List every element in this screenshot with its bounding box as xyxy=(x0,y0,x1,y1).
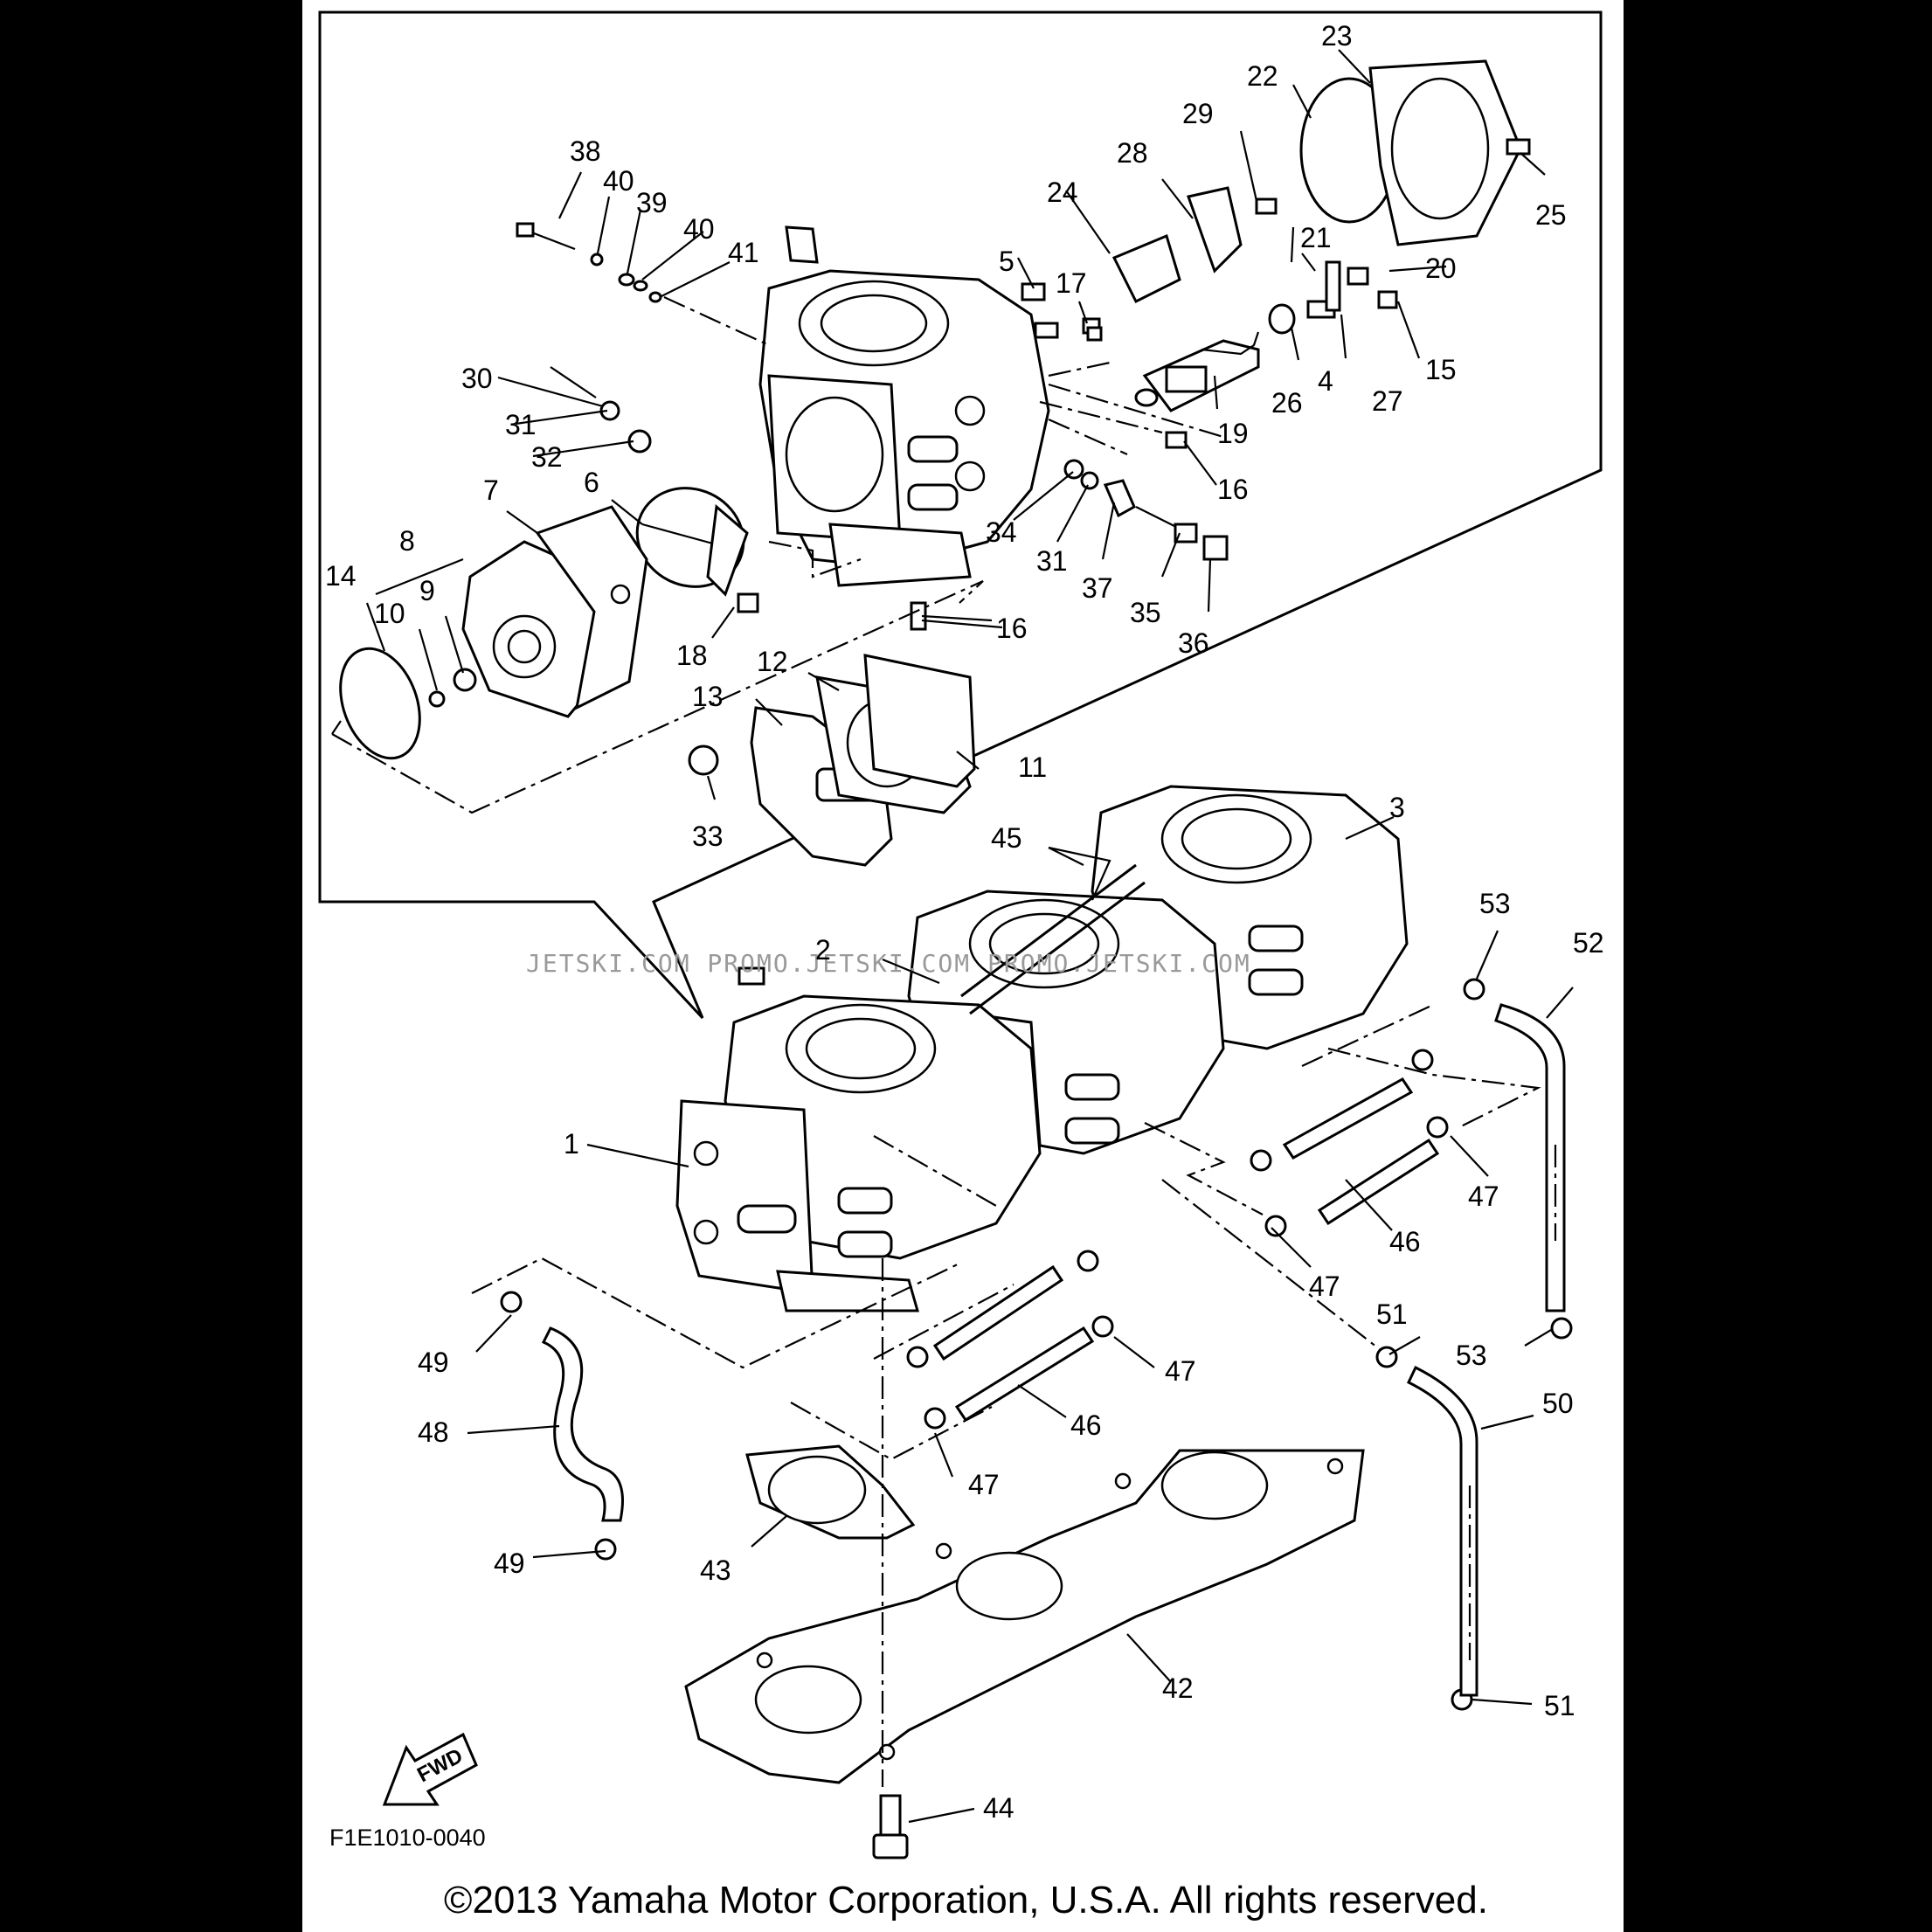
callout-22: 22 xyxy=(1247,60,1278,92)
callout-16a: 16 xyxy=(1217,474,1249,505)
callout-45: 45 xyxy=(991,822,1022,854)
figure-code: F1E1010-0040 xyxy=(329,1825,486,1851)
callout-46b: 46 xyxy=(1070,1409,1102,1441)
callout-33: 33 xyxy=(692,821,724,852)
callout-21: 21 xyxy=(1300,222,1332,253)
callout-25: 25 xyxy=(1535,199,1567,231)
callout-15: 15 xyxy=(1425,354,1457,385)
callout-51a: 51 xyxy=(1376,1298,1408,1330)
callout-42: 42 xyxy=(1162,1672,1194,1704)
callout-12: 12 xyxy=(757,646,788,677)
callout-49a: 49 xyxy=(418,1347,449,1378)
callout-19: 19 xyxy=(1217,418,1249,449)
callout-30: 30 xyxy=(461,363,493,394)
screw-10 xyxy=(428,690,446,708)
detail-callout-frame xyxy=(318,10,1603,1020)
callout-47a: 47 xyxy=(1468,1181,1499,1212)
callout-labels: 38 40 39 40 41 30 31 32 7 6 8 14 9 10 18… xyxy=(325,20,1604,1824)
callout-31a: 31 xyxy=(505,409,537,440)
hose-52 xyxy=(1494,1003,1566,1312)
gasket-14 xyxy=(339,647,421,760)
intake-manifold xyxy=(684,1449,1365,1784)
callout-40b: 40 xyxy=(683,213,715,245)
callout-11: 11 xyxy=(1018,751,1047,783)
copyright-notice: ©2013 Yamaha Motor Corporation, U.S.A. A… xyxy=(444,1879,1488,1922)
callout-53b: 53 xyxy=(1456,1340,1487,1371)
fuel-pump-cover xyxy=(750,654,976,867)
callout-49b: 49 xyxy=(494,1548,525,1579)
callout-27: 27 xyxy=(1372,385,1403,417)
callout-38: 38 xyxy=(570,135,601,167)
callout-35: 35 xyxy=(1130,597,1161,628)
callout-51b: 51 xyxy=(1544,1690,1575,1721)
assembly-lines-detail xyxy=(331,296,1224,814)
callout-3: 3 xyxy=(1389,792,1405,823)
callout-24: 24 xyxy=(1047,177,1078,208)
assembly-lines-main xyxy=(471,1004,1557,1787)
fuel-hoses xyxy=(932,1077,1440,1423)
callout-4: 4 xyxy=(1318,365,1333,397)
callout-23: 23 xyxy=(1321,20,1353,52)
callout-17: 17 xyxy=(1056,267,1087,299)
throttle-valve xyxy=(635,487,749,597)
hose-50 xyxy=(1407,1365,1478,1697)
leader-lines xyxy=(365,49,1574,1824)
callout-7: 7 xyxy=(483,474,499,506)
diaphragm-cover xyxy=(461,505,648,718)
callout-47b: 47 xyxy=(1309,1271,1340,1302)
callout-41: 41 xyxy=(728,237,759,268)
callout-5: 5 xyxy=(999,246,1014,277)
screw-33 xyxy=(688,744,719,776)
callout-43: 43 xyxy=(700,1555,731,1586)
callout-2: 2 xyxy=(815,934,831,966)
callout-16b: 16 xyxy=(996,613,1028,644)
hose-48 xyxy=(541,1326,624,1522)
washer-9 xyxy=(453,668,477,692)
gasket-43 xyxy=(745,1444,916,1540)
hose-clamps xyxy=(500,978,1573,1711)
bolt-44 xyxy=(872,1794,909,1859)
callout-10: 10 xyxy=(374,598,405,629)
callout-14: 14 xyxy=(325,560,357,592)
callout-47c: 47 xyxy=(1165,1355,1196,1387)
callout-48: 48 xyxy=(418,1416,449,1448)
callout-39: 39 xyxy=(636,187,668,218)
carburetor-detail-body xyxy=(758,225,1050,587)
callout-13: 13 xyxy=(692,681,724,712)
callout-9: 9 xyxy=(419,575,435,606)
callout-40a: 40 xyxy=(603,165,634,197)
callout-36: 36 xyxy=(1178,627,1209,659)
callout-53a: 53 xyxy=(1479,888,1511,919)
callout-52: 52 xyxy=(1573,927,1604,959)
callout-50: 50 xyxy=(1542,1388,1574,1419)
callout-28: 28 xyxy=(1117,137,1148,169)
callout-31b: 31 xyxy=(1036,545,1068,577)
fwd-arrow-icon: FWD xyxy=(382,1732,478,1806)
callout-1: 1 xyxy=(564,1128,579,1160)
callout-20: 20 xyxy=(1425,253,1457,284)
callout-34: 34 xyxy=(986,516,1017,548)
callout-18: 18 xyxy=(676,640,708,671)
callout-37: 37 xyxy=(1082,572,1113,604)
callout-44: 44 xyxy=(983,1792,1014,1824)
callout-6: 6 xyxy=(584,467,599,498)
small-parts-detail xyxy=(516,59,1531,631)
callout-32: 32 xyxy=(531,441,563,473)
watermark: JETSKI.COM PROMO.JETSKI.COM PROMO.JETSKI… xyxy=(526,949,1251,978)
carburetor-assembly xyxy=(675,785,1409,1312)
callout-8: 8 xyxy=(399,525,415,557)
callout-46a: 46 xyxy=(1389,1226,1421,1257)
callout-47d: 47 xyxy=(968,1469,1000,1500)
callout-26: 26 xyxy=(1271,387,1303,419)
callout-29: 29 xyxy=(1182,98,1214,129)
